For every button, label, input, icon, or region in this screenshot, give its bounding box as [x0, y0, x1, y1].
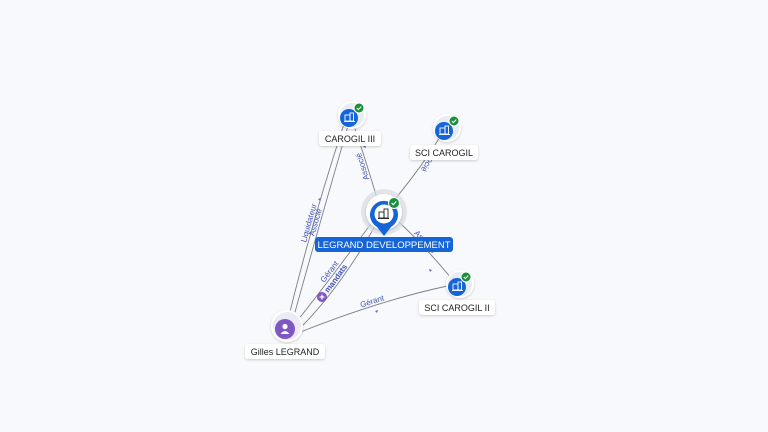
node-sci-carogil[interactable]: SCI CAROGIL: [410, 114, 478, 160]
svg-text:Associé: Associé: [354, 151, 371, 181]
edge-arrow-icon: [318, 198, 321, 201]
node-label-sci-carogil-ii: SCI CAROGIL II: [424, 303, 489, 313]
edge-label-person-sci-carogil-ii: Gérant: [359, 293, 386, 309]
mandats-badge-icon[interactable]: [317, 292, 327, 302]
node-carogil-iii[interactable]: CAROGIL III: [319, 101, 381, 146]
node-sci-carogil-ii[interactable]: SCI CAROGIL II: [419, 270, 495, 315]
verified-icon: [388, 197, 400, 209]
edge-arrow-icon: [429, 269, 432, 272]
company-icon: [452, 281, 463, 291]
verified-icon: [353, 102, 365, 114]
verified-icon: [460, 271, 472, 283]
edge-arrow-icon: [375, 310, 378, 313]
svg-text:Gérant: Gérant: [359, 293, 386, 309]
person-icon: [280, 323, 290, 334]
node-label-legrand-developpement: LEGRAND DEVELOPPEMENT: [317, 240, 450, 251]
company-icon: [344, 112, 355, 122]
node-label-sci-carogil: SCI CAROGIL: [415, 148, 473, 158]
node-label-carogil-iii: CAROGIL III: [325, 134, 375, 144]
node-label-gilles-legrand: Gilles LEGRAND: [251, 347, 320, 357]
node-legrand-developpement[interactable]: LEGRAND DEVELOPPEMENT: [315, 189, 453, 252]
node-gilles-legrand[interactable]: Gilles LEGRAND: [245, 310, 325, 359]
edge-label-main-carogil-iii: Associé: [354, 151, 371, 181]
verified-icon: [448, 115, 460, 127]
company-icon: [378, 208, 389, 219]
company-icon: [439, 125, 450, 135]
